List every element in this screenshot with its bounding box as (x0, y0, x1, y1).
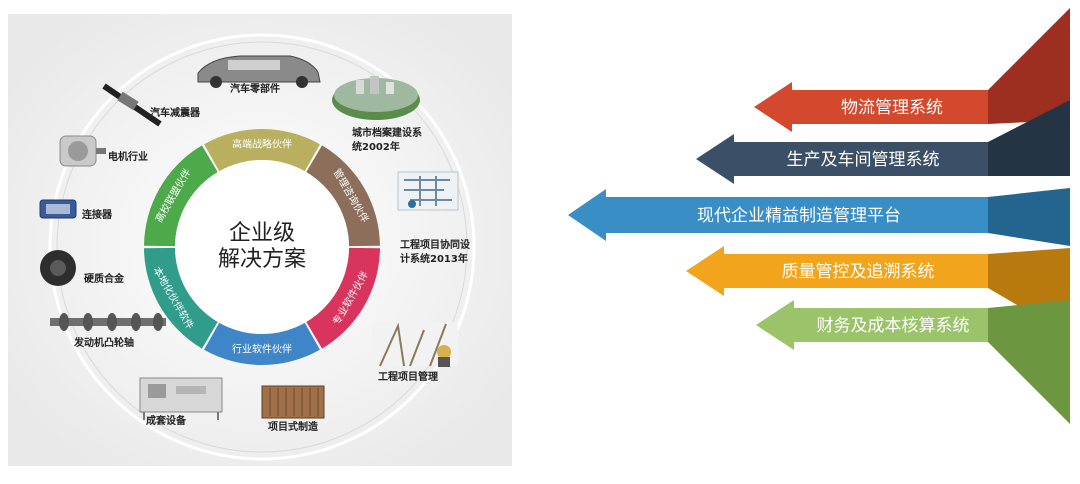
ring-segment (204, 322, 320, 365)
industry-label-city-archive-2: 统2002年 (352, 140, 400, 153)
system-arrow (754, 82, 988, 132)
ring-segment-label: 行业软件伙伴 (232, 343, 292, 356)
ring-segment (144, 145, 218, 247)
industry-label-city-archive-1: 城市档案建设系 (352, 126, 422, 139)
system-arrow (568, 189, 988, 241)
industry-label-complete-equipment: 成套设备 (146, 414, 187, 427)
center-disc (175, 160, 349, 334)
motor-icon (59, 135, 106, 167)
industry-label-plant-design-2: 计系统2013年 (400, 252, 468, 265)
ring-segment (144, 247, 218, 349)
city-model-icon (332, 76, 420, 120)
center-title-line2: 解决方案 (218, 247, 306, 272)
shock-absorber-icon (102, 83, 162, 127)
ring-segment (204, 129, 320, 172)
center-title-line1: 企业级 (229, 221, 295, 246)
outer-ring (48, 33, 476, 461)
industry-label-project-manufacturing: 项目式制造 (268, 420, 319, 433)
camshaft-icon (50, 313, 166, 331)
gear-part-icon (40, 250, 76, 286)
ring-segment (306, 145, 380, 247)
system-arrow-label: 生产及车间管理系统 (787, 150, 940, 170)
industry-label-hard-alloy: 硬质合金 (84, 272, 125, 285)
system-arrow-tail (988, 300, 1070, 424)
system-arrows: 物流管理系统生产及车间管理系统现代企业精益制造管理平台质量管控及追溯系统财务及成… (568, 8, 1070, 424)
system-arrow (686, 246, 988, 296)
system-arrow-tail (988, 8, 1070, 124)
industry-label-project-management: 工程项目管理 (378, 370, 438, 383)
ring-segment (306, 247, 380, 349)
connector-icon (39, 199, 77, 219)
system-arrow-label: 现代企业精益制造管理平台 (697, 206, 901, 226)
system-arrow-label: 物流管理系统 (841, 98, 943, 118)
construction-icon (372, 322, 458, 367)
industry-label-shock-absorber: 汽车减震器 (150, 106, 201, 119)
container-icon (261, 385, 325, 419)
system-arrow-label: 质量管控及追溯系统 (782, 262, 935, 282)
system-arrow-tail (988, 188, 1070, 246)
car-icon (197, 55, 321, 88)
system-arrow (756, 300, 988, 350)
machine-icon (139, 377, 223, 420)
industry-label-auto-parts: 汽车零部件 (230, 82, 280, 95)
system-arrow (696, 134, 988, 184)
industry-label-camshaft: 发动机凸轮轴 (73, 336, 134, 349)
industry-label-motor: 电机行业 (108, 150, 148, 163)
system-arrow-label: 财务及成本核算系统 (817, 316, 970, 336)
industry-label-plant-design-1: 工程项目协同设 (400, 238, 470, 251)
inner-guide-ring (56, 41, 468, 453)
plant-design-icon (397, 171, 459, 211)
ring-segment-label: 高端战略伙伴 (232, 138, 292, 151)
industry-label-connector: 连接器 (82, 208, 113, 221)
system-arrow-tail (988, 100, 1070, 176)
